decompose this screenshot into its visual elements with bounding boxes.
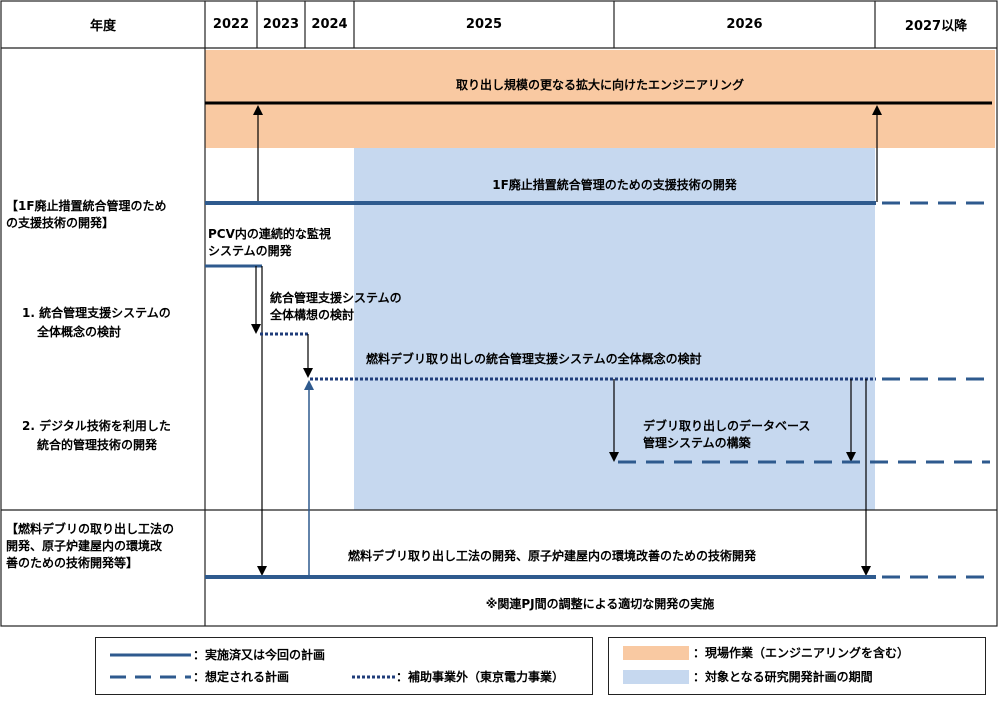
item2-label-2: 統合的管理技術の開発 — [37, 438, 158, 452]
arrowhead-down-2025-db — [609, 452, 619, 462]
header-nendo: 年度 — [89, 18, 116, 34]
header-year-2027-later: 2027以降 — [904, 18, 968, 34]
item1-label-1: 1. 統合管理支援システムの — [22, 306, 171, 320]
arrowhead-down-2026-method — [861, 566, 871, 576]
pcv-label-2: システムの開発 — [208, 244, 292, 258]
arrowhead-down-2026-db — [846, 452, 856, 462]
legend-solid-label: ：実施済又は今回の計画 — [193, 648, 326, 662]
header-year-2024: 2024 — [311, 16, 348, 32]
orange-field-work-band — [205, 50, 995, 148]
arrowhead-up-2026 — [872, 105, 882, 115]
database-label-1: デブリ取り出しのデータベース — [643, 419, 811, 433]
debris-heading-1: 【燃料デブリの取り出し工法の — [6, 522, 175, 536]
arrowhead-down-2024 — [303, 368, 313, 378]
legend-areas-box: ：現場作業（エンジニアリングを含む） ：対象となる研究開発計画の期間 — [608, 637, 986, 695]
header-year-2023: 2023 — [262, 16, 300, 32]
grid-lines — [0, 0, 998, 627]
legend-lines-box: ：実施済又は今回の計画 ：想定される計画 ：補助事業外（東京電力事業） — [95, 637, 593, 695]
legend-blue-label: ：対象となる研究開発計画の期間 — [693, 670, 873, 684]
arrowhead-up-2024-blue — [304, 380, 314, 390]
support-heading-1: 【1F廃止措置統合管理のため — [6, 199, 167, 213]
header-year-2025: 2025 — [465, 16, 503, 32]
legend-lines-swatches — [110, 653, 396, 679]
coordination-note: ※関連PJ間の調整による適切な開発の実施 — [485, 597, 715, 611]
database-label-2: 管理システムの構築 — [643, 436, 751, 450]
tokyo-concept-label-2: 全体構想の検討 — [270, 308, 355, 322]
support-heading-2: の支援技術の開発】 — [6, 216, 115, 230]
item1-label-2: 全体概念の検討 — [37, 325, 122, 339]
support-dev-label: 1F廃止措置統合管理のための支援技術の開発 — [492, 178, 737, 192]
legend-dashed-label: ：想定される計画 — [193, 670, 290, 684]
engineering-label: 取り出し規模の更なる拡大に向けたエンジニアリング — [455, 78, 744, 92]
item2-label-1: 2. デジタル技術を利用した — [22, 419, 171, 433]
legend-blue-swatch — [623, 670, 689, 684]
method-dev-label: 燃料デブリ取り出し工法の開発、原子炉建屋内の環境改善のための技術開発 — [348, 549, 757, 563]
legend-orange-label: ：現場作業（エンジニアリングを含む） — [693, 646, 910, 660]
legend-dotted-label: ：補助事業外（東京電力事業） — [396, 670, 565, 684]
header-year-2022: 2022 — [212, 16, 250, 32]
arrowhead-down-2022-long — [257, 566, 267, 576]
legend-orange-swatch — [623, 646, 689, 660]
tokyo-concept-label-1: 統合管理支援システムの — [270, 291, 402, 305]
debris-heading-3: 善のための技術開発等】 — [6, 556, 139, 570]
pcv-label-1: PCV内の連続的な監視 — [208, 227, 331, 241]
arrowhead-down-2023 — [251, 324, 261, 334]
arrowhead-up-2022 — [253, 105, 263, 115]
debris-concept-label: 燃料デブリ取り出しの統合管理支援システムの全体概念の検討 — [366, 352, 702, 366]
debris-heading-2: 開発、原子炉建屋内の環境改 — [6, 539, 163, 553]
header-year-2026: 2026 — [726, 16, 763, 32]
